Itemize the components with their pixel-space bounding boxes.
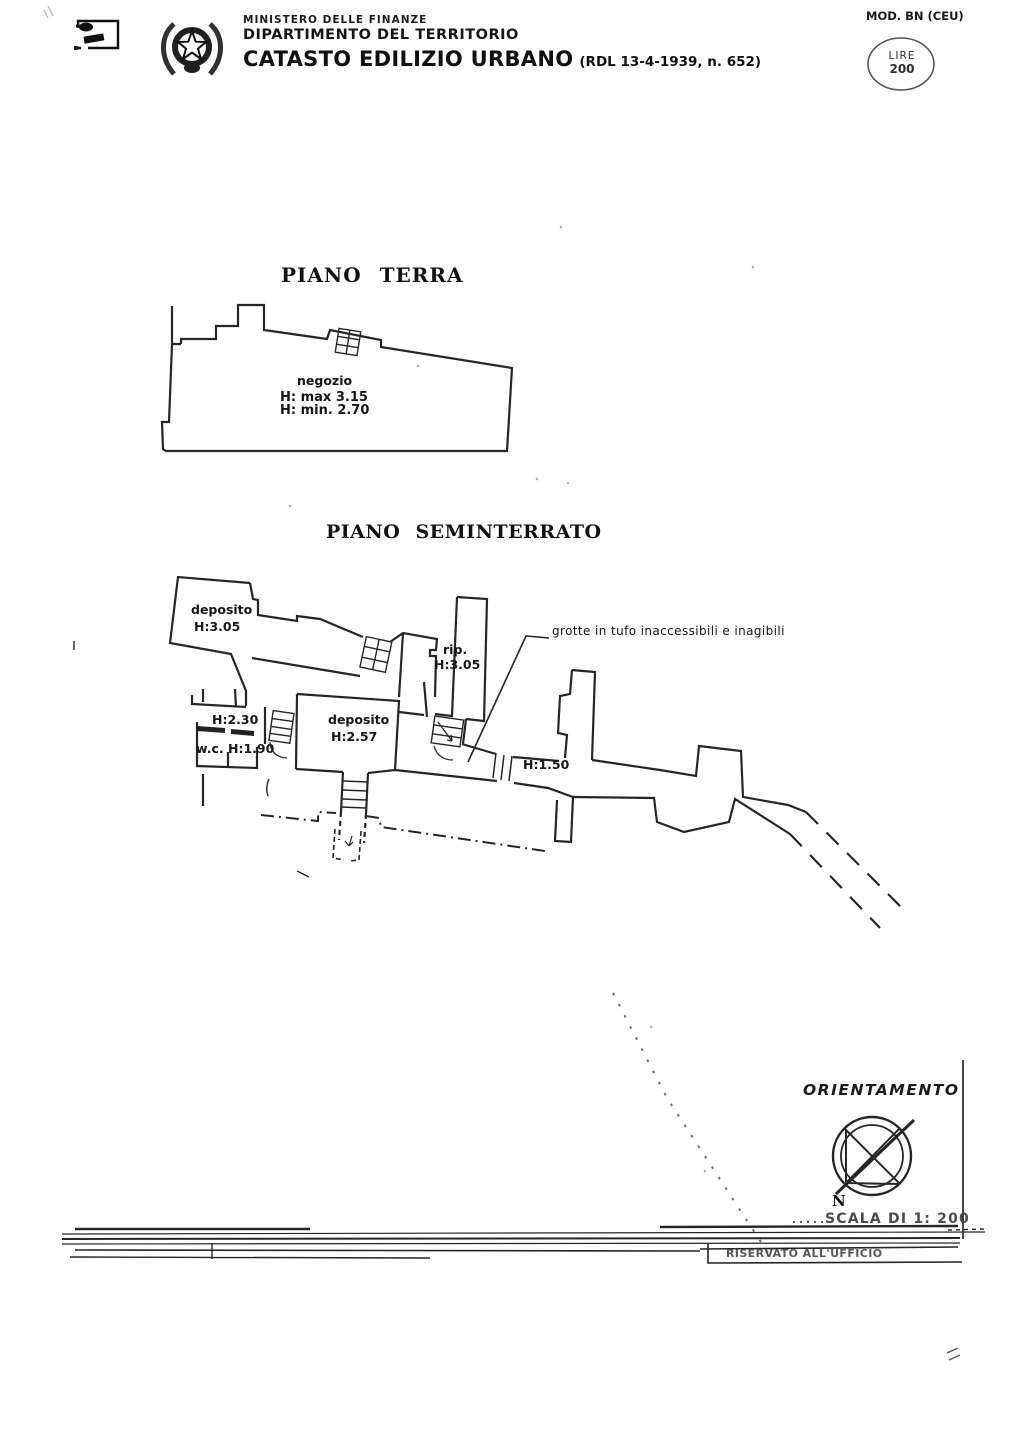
room-height-rip: H:3.05	[434, 657, 481, 672]
room-height-min: H: min. 2.70	[280, 403, 370, 418]
room-height-deposito-left: H:3.05	[194, 619, 241, 634]
room-label-deposito-left: deposito	[191, 602, 253, 617]
grotte-annotation: grotte in tufo inaccessibili e inagibili	[552, 624, 785, 638]
scan-artifact	[946, 1347, 961, 1361]
room-height-max: H: max 3.15	[280, 390, 368, 405]
property-limit-dashdot-line	[260, 810, 546, 852]
piano-terra-title: PIANO TERRA	[281, 263, 464, 287]
staircase-icon	[334, 327, 362, 357]
room-height-deposito-center: H:2.57	[331, 729, 378, 744]
ministry-line1: MINISTERO DELLE FINANZE	[243, 14, 428, 26]
dashed-boundary-continuation	[789, 811, 903, 929]
registry-title: CATASTO EDILIZIO URBANO (RDL 13-4-1939, n…	[243, 47, 761, 71]
room-label-negozio: negozio	[297, 373, 353, 388]
door-opening-ticks	[492, 752, 513, 782]
office-box	[707, 1244, 963, 1264]
height-label-230: H:2.30	[212, 712, 259, 727]
dotted-trace-line	[612, 992, 771, 1257]
fee-stamp: LIRE 200	[869, 50, 935, 76]
registry-title-text: CATASTO EDILIZIO URBANO	[243, 47, 574, 71]
mod-label: MOD. BN (CEU)	[866, 9, 964, 23]
orientation-compass-icon	[831, 1115, 916, 1197]
wc-thick-wall	[197, 726, 254, 736]
stray-marks	[73, 641, 310, 878]
scale-label: SCALA DI 1: 200	[825, 1211, 970, 1227]
room-label-rip: rip.	[443, 642, 468, 657]
room-label-deposito-center: deposito	[328, 712, 390, 727]
orientation-label: ORIENTAMENTO	[803, 1081, 960, 1099]
piano-seminterrato-outline	[73, 575, 903, 929]
ministry-line2: DIPARTIMENTO DEL TERRITORIO	[243, 27, 519, 43]
staircase-icon	[268, 709, 295, 745]
fee-stamp-oval-icon	[867, 37, 935, 91]
coat-of-arms-icon	[161, 22, 223, 76]
office-reserved-label: RISERVATO ALL'UFFICIO	[726, 1247, 883, 1260]
piano-terra-outline	[160, 303, 514, 453]
north-label: N	[832, 1192, 846, 1210]
piano-seminterrato-title: PIANO SEMINTERRATO	[326, 521, 602, 543]
staircase-descending-icon	[332, 771, 370, 862]
registry-reference: (RDL 13-4-1939, n. 652)	[579, 54, 762, 70]
annotation-leader-line	[467, 635, 550, 763]
fee-stamp-amount: 200	[889, 62, 915, 76]
height-label-150: H:1.50	[523, 757, 570, 772]
revenue-stamp-mark-icon	[43, 5, 120, 50]
staircase-icon	[359, 635, 393, 674]
scan-speckles	[288, 225, 755, 1173]
staircase-icon	[430, 715, 465, 748]
room-label-wc: w.c. H:1.90	[196, 741, 275, 756]
fee-stamp-currency: LIRE	[888, 50, 916, 62]
footer-rule-lines	[61, 1060, 986, 1264]
